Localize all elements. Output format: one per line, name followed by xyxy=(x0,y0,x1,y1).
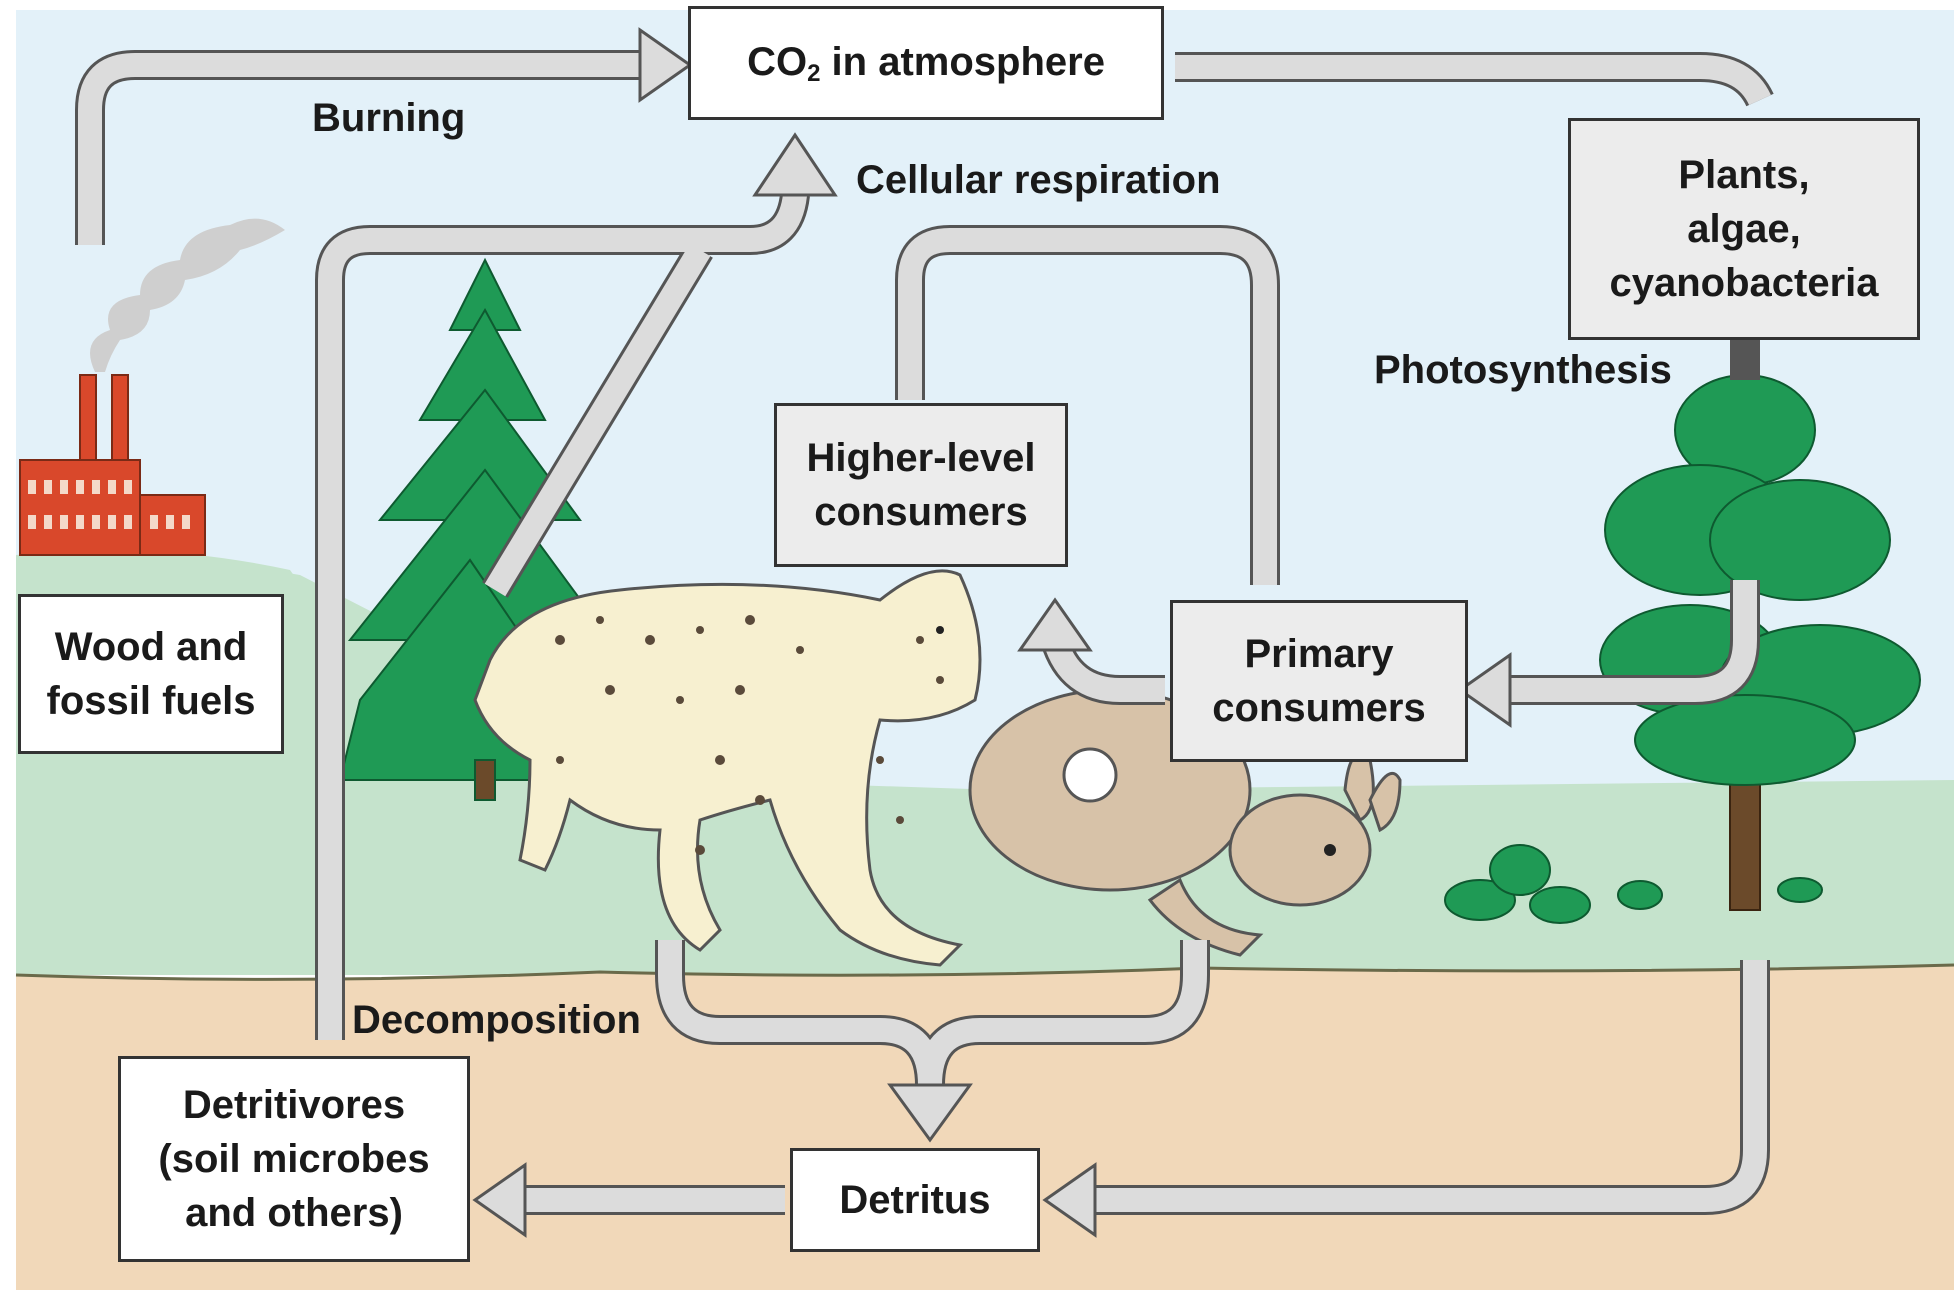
primary-consumers-box: Primary consumers xyxy=(1170,600,1468,762)
decomposition-label: Decomposition xyxy=(352,998,641,1043)
burning-label: Burning xyxy=(312,96,465,141)
primary-consumers-label: Primary consumers xyxy=(1212,627,1425,735)
detritus-label: Detritus xyxy=(839,1173,990,1227)
co2-atmosphere-box: CO2 in atmosphere xyxy=(688,6,1164,120)
detritivores-label: Detritivores (soil microbes and others) xyxy=(158,1078,429,1240)
higher-consumers-box: Higher-level consumers xyxy=(774,403,1068,567)
cellular-respiration-label: Cellular respiration xyxy=(856,158,1221,203)
higher-consumers-label: Higher-level consumers xyxy=(807,431,1036,539)
plants-label: Plants, algae, cyanobacteria xyxy=(1609,148,1878,310)
wood-fossil-fuels-box: Wood and fossil fuels xyxy=(18,594,284,754)
plants-box: Plants, algae, cyanobacteria xyxy=(1568,118,1920,340)
photosynthesis-label: Photosynthesis xyxy=(1374,348,1672,393)
detritivores-box: Detritivores (soil microbes and others) xyxy=(118,1056,470,1262)
wood-fossil-fuels-label: Wood and fossil fuels xyxy=(47,620,256,728)
detritus-box: Detritus xyxy=(790,1148,1040,1252)
co2-label: CO2 in atmosphere xyxy=(747,35,1105,90)
